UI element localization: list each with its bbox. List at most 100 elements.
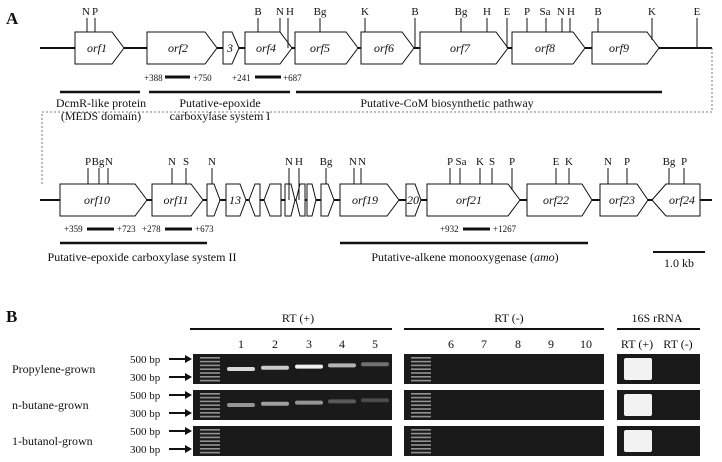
gel-rt-plus	[193, 390, 392, 420]
site-label: Bg	[455, 6, 468, 18]
pcr-band	[361, 362, 389, 367]
ladder-band	[411, 451, 431, 454]
group-label: DcmR-like protein	[56, 96, 146, 110]
row1-groups: DcmR-like protein (MEDS domain) Putative…	[56, 90, 662, 123]
orf7-label: orf7	[450, 41, 471, 55]
rrna-band	[624, 430, 652, 452]
site-label: N	[358, 156, 366, 168]
site-label: P	[447, 156, 453, 168]
site-label: N	[276, 6, 284, 18]
ladder-band	[411, 404, 431, 406]
pcr-band	[227, 367, 255, 371]
lane-numbers: 1 2 3 4 5 6 7 8 9 10 RT (+) RT (-)	[238, 337, 693, 351]
site-label: E	[553, 156, 560, 168]
orf22-arrow	[526, 183, 593, 217]
ladder-band	[411, 432, 431, 435]
small-orf-arrow	[263, 183, 282, 217]
site-label: Bg	[663, 156, 676, 168]
site-label: H	[567, 6, 575, 18]
amo-group-label: Putative-alkene monooxygenase (amo)	[371, 250, 558, 264]
row2-orfs	[59, 183, 701, 217]
lane-number: 7	[481, 337, 487, 351]
coord-label: +673	[195, 224, 214, 234]
ladder-band	[200, 396, 220, 399]
small-orf-arrow	[206, 183, 221, 217]
small-orf-arrow	[320, 183, 335, 217]
ladder-band	[200, 379, 220, 382]
ladder-band	[411, 408, 431, 410]
lane-number: 5	[372, 337, 378, 351]
gel-rt-minus	[404, 426, 604, 456]
orf3-label: 3	[226, 41, 233, 55]
row1-orfs	[74, 31, 660, 65]
row1-amplicons: +388 +750 +241 +687	[144, 73, 302, 83]
small-orf-arrow	[248, 183, 261, 217]
condition-label: n-butane-grown	[12, 398, 89, 412]
coord-label: +723	[117, 224, 136, 234]
orf2-arrow	[146, 31, 218, 65]
marker-arrowhead	[185, 391, 192, 399]
pcr-band	[227, 403, 255, 407]
row1-site-labels: N P B N H Bg K B Bg H E P Sa N H B K E	[82, 6, 701, 18]
rrna-header: 16S rRNA	[631, 311, 682, 325]
site-label: N	[285, 156, 293, 168]
small-orf-arrow	[306, 183, 317, 217]
site-label: E	[694, 6, 701, 18]
ladder-band	[411, 376, 431, 378]
coord-label: +750	[193, 73, 212, 83]
group-label: Putative-epoxide carboxylase system II	[48, 250, 237, 264]
site-label: P	[92, 6, 98, 18]
scale-label: 1.0 kb	[664, 256, 694, 270]
orf4-label: orf4	[256, 41, 276, 55]
ladder-band	[411, 448, 431, 450]
rrna-band	[624, 394, 652, 416]
size-marker-label: 300 bp	[130, 408, 161, 420]
ladder-band	[200, 429, 220, 431]
ladder-band	[411, 429, 431, 431]
orf11-label: orf11	[163, 193, 188, 207]
orf1-arrow	[74, 31, 125, 65]
ladder-band	[411, 412, 431, 414]
ladder-band	[200, 360, 220, 363]
site-label: P	[624, 156, 630, 168]
lane-number: 2	[272, 337, 278, 351]
ladder-band	[200, 357, 220, 359]
ladder-band	[200, 372, 220, 374]
row2-orf-labels: orf10 orf11 13 orf19 20 orf21 orf22 orf2…	[84, 193, 695, 207]
ladder-band	[411, 440, 431, 442]
site-label: Sa	[540, 6, 551, 18]
ladder-band	[200, 368, 220, 370]
orf22-label: orf22	[543, 193, 569, 207]
site-label: Bg	[92, 156, 105, 168]
site-label: P	[681, 156, 687, 168]
condition-label: Propylene-grown	[12, 362, 95, 376]
orf7-arrow	[419, 31, 509, 65]
ladder-band	[411, 444, 431, 446]
ladder-band	[200, 451, 220, 454]
rrna-minus-label: RT (-)	[663, 337, 692, 351]
site-label: N	[168, 156, 176, 168]
gel-rt-plus	[193, 426, 392, 456]
pcr-band	[328, 399, 356, 404]
marker-arrowhead	[185, 355, 192, 363]
row2-site-labels: P Bg N N S N N H Bg N N P Sa K S P E K N…	[85, 156, 687, 168]
lane-number: 3	[306, 337, 312, 351]
pcr-band	[295, 364, 323, 369]
ladder-band	[200, 400, 220, 403]
orf5-arrow	[294, 31, 359, 65]
orf21-label: orf21	[456, 193, 482, 207]
rt-plus-header: RT (+)	[282, 311, 314, 325]
ladder-band	[411, 396, 431, 399]
site-label: N	[82, 6, 90, 18]
coord-label: +932	[440, 224, 459, 234]
site-label: N	[557, 6, 565, 18]
ladder-band	[200, 448, 220, 450]
ladder-band	[200, 364, 220, 367]
site-label: P	[85, 156, 91, 168]
size-marker-label: 300 bp	[130, 444, 161, 456]
site-label: N	[208, 156, 216, 168]
orf24-arrow	[651, 183, 701, 217]
orf13-label: 13	[229, 193, 241, 207]
site-label: K	[361, 6, 369, 18]
orf10-label: orf10	[84, 193, 110, 207]
